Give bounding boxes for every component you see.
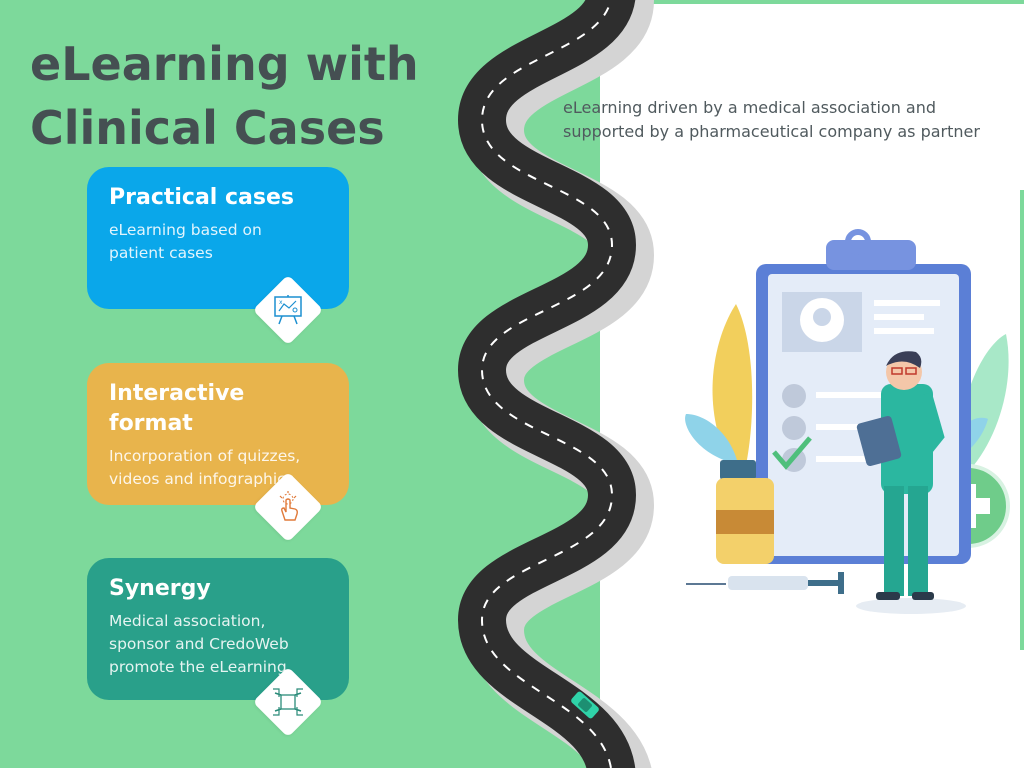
diamond-badge bbox=[252, 471, 324, 543]
card-heading: Synergy bbox=[109, 576, 211, 601]
title-line-2: Clinical Cases bbox=[30, 101, 385, 155]
presentation-board-icon: x bbox=[274, 295, 302, 325]
hands-collaboration-icon bbox=[273, 688, 303, 716]
diamond-badge bbox=[252, 666, 324, 738]
blue-leaf bbox=[685, 414, 738, 464]
card-text: eLearning based on patient cases bbox=[109, 221, 262, 262]
touch-tap-icon bbox=[279, 491, 298, 521]
syringe bbox=[728, 576, 808, 590]
handheld-clipboard bbox=[856, 415, 902, 467]
card-heading: Practical cases bbox=[109, 185, 295, 210]
card-practical-cases: Practical cases eLearning based on patie… bbox=[87, 167, 349, 309]
diamond-badge: x bbox=[252, 274, 324, 346]
doctor bbox=[881, 384, 933, 494]
subtitle: eLearning driven by a medical associatio… bbox=[563, 98, 980, 141]
svg-text:x: x bbox=[279, 299, 283, 306]
right-edge-strip bbox=[1020, 190, 1024, 650]
yellow-leaf bbox=[712, 304, 753, 474]
card-heading: Interactive format bbox=[109, 381, 245, 436]
card-synergy: Synergy Medical association, sponsor and… bbox=[87, 558, 349, 700]
road-center-line bbox=[480, 0, 614, 768]
title-line-1: eLearning with bbox=[30, 37, 419, 91]
page-title: eLearning with Clinical Cases bbox=[30, 32, 419, 160]
card-text: Medical association, sponsor and CredoWe… bbox=[109, 612, 289, 676]
card-interactive-format: Interactive format Incorporation of quiz… bbox=[87, 363, 349, 505]
car-icon bbox=[571, 691, 599, 719]
check-icon bbox=[772, 436, 812, 470]
card-text: Incorporation of quizzes, videos and inf… bbox=[109, 447, 301, 488]
doctor-with-clipboard-illustration bbox=[685, 229, 1010, 614]
